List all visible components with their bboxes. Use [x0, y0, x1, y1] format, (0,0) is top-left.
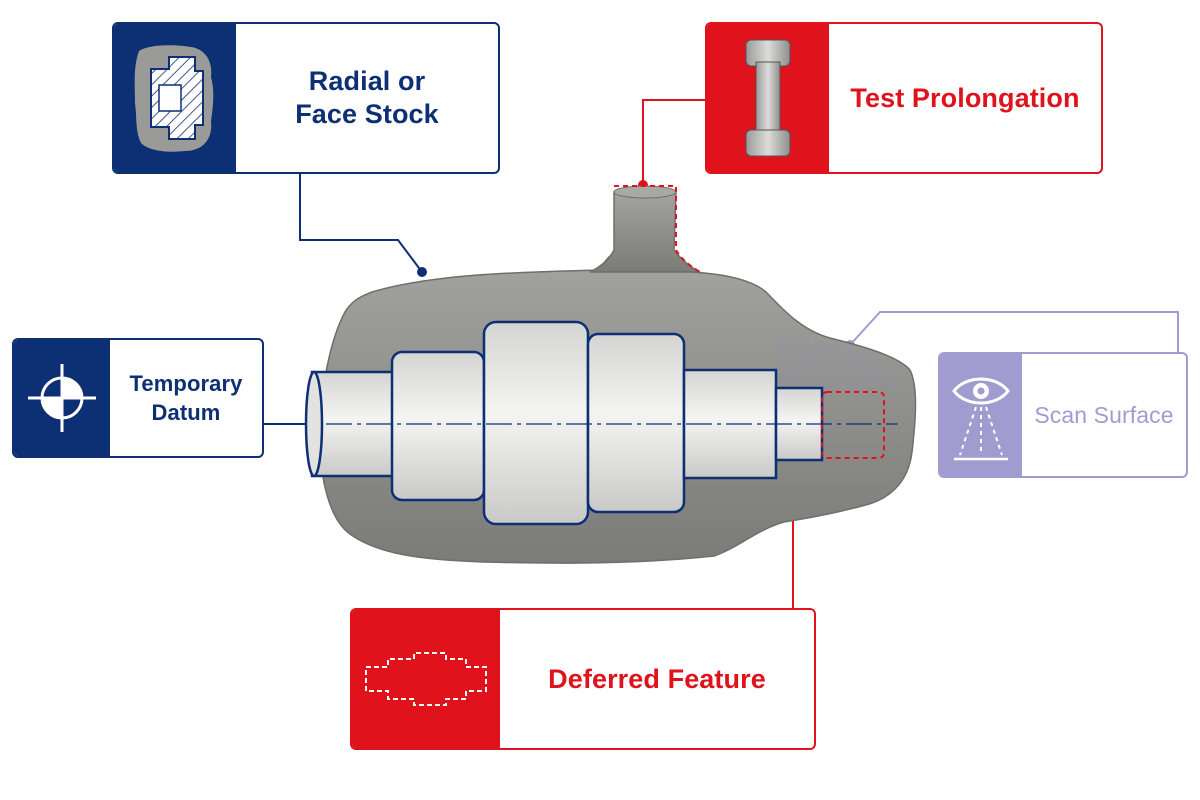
leader-test-prolongation — [642, 99, 706, 185]
shaft-center-collar — [482, 320, 590, 526]
temporary-datum-label-line2: Datum — [151, 400, 221, 425]
dashed-shaft-outline-icon — [365, 652, 487, 706]
machined-shaft — [304, 320, 898, 526]
shaft-step-right — [586, 332, 686, 514]
callout-temporary-datum: Temporary Datum — [12, 338, 264, 458]
callout-scan-surface: Scan Surface — [938, 352, 1188, 478]
radial-stock-icon-tile — [114, 24, 236, 172]
scan-surface-label: Scan Surface — [1034, 401, 1174, 428]
scan-surface-icon-tile — [940, 354, 1022, 476]
test-bar-icon — [745, 39, 791, 157]
scan-surface-hatch — [778, 332, 900, 390]
temporary-datum-icon-tile — [14, 340, 110, 456]
test-prolongation-icon-tile — [707, 24, 829, 172]
callout-test-prolongation: Test Prolongation — [705, 22, 1103, 174]
shaft-left-end-face — [304, 370, 324, 478]
eye-scan-icon — [952, 377, 1010, 461]
temporary-datum-label: Temporary Datum — [110, 340, 262, 456]
deferred-feature-icon-tile — [352, 610, 500, 748]
test-prolongation-label: Test Prolongation — [850, 82, 1080, 113]
leader-dot-radial-stock — [417, 267, 427, 277]
test-prolongation-top — [613, 185, 677, 199]
leader-scan-surface — [849, 311, 1179, 354]
deferred-feature-label: Deferred Feature — [548, 663, 766, 694]
test-prolongation-dashed-outline — [614, 185, 701, 273]
callout-deferred-feature: Deferred Feature — [350, 608, 816, 750]
radial-stock-label-line1: Radial or — [308, 66, 426, 96]
shaft-step-left — [390, 350, 486, 502]
callout-radial-face-stock: Radial or Face Stock — [112, 22, 500, 174]
test-prolongation-stub — [589, 191, 701, 273]
temporary-datum-label-line1: Temporary — [129, 371, 243, 396]
radial-stock-label-line2: Face Stock — [295, 99, 439, 129]
datum-target-icon — [28, 364, 96, 432]
radial-stock-label: Radial or Face Stock — [236, 24, 498, 172]
hatched-stock-section-icon — [134, 45, 214, 152]
leader-radial-stock — [299, 172, 423, 273]
deferred-feature-outline — [821, 391, 885, 459]
